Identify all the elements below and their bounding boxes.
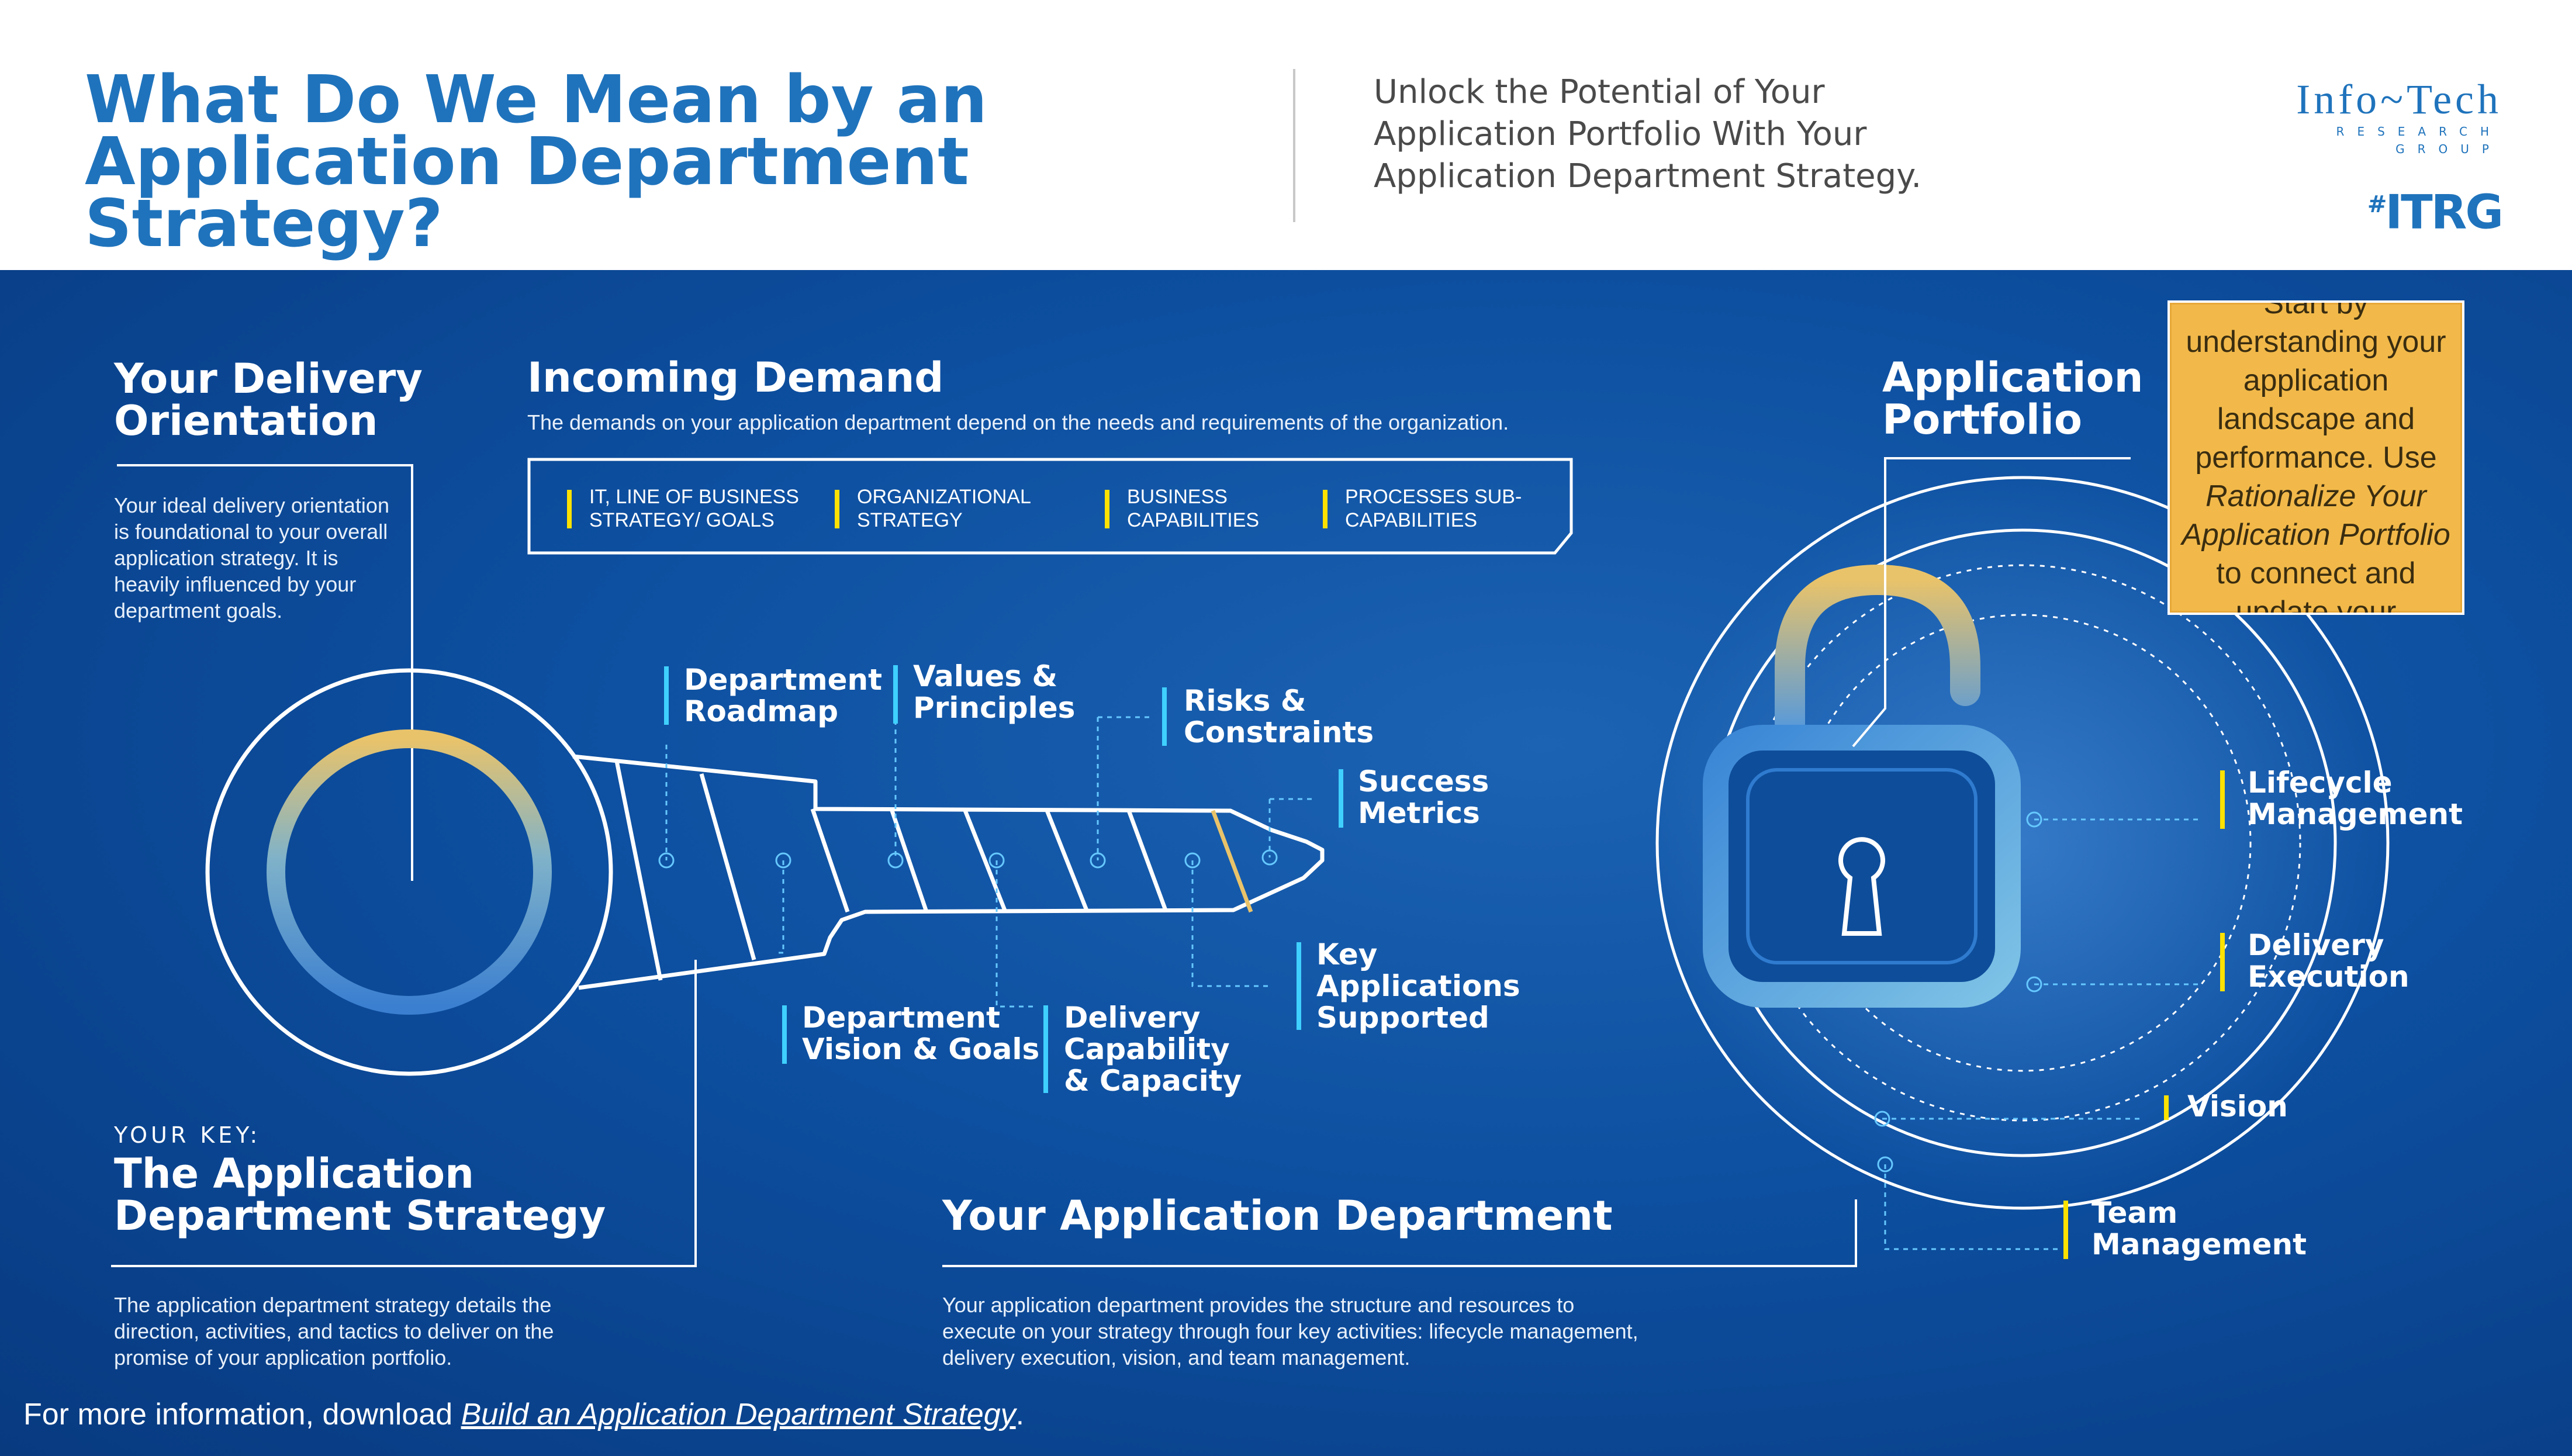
portfolio-heading: Application Portfolio	[1882, 354, 2144, 444]
callout-text: Start by understanding your application …	[2182, 300, 2450, 615]
header: What Do We Mean by an Application Depart…	[0, 0, 2572, 270]
your-key-heading: The Application Department Strategy	[114, 1150, 606, 1240]
activity-lifecycle-management: Lifecycle Management	[2248, 766, 2463, 831]
activity-vision: Vision	[2187, 1090, 2288, 1123]
your-key-body: The application department strategy deta…	[114, 1293, 554, 1369]
your-key-bracket-line	[111, 960, 697, 1267]
department-bracket-line	[942, 1199, 1857, 1267]
lock-glow	[1660, 480, 2385, 1205]
label-department-roadmap: Department Roadmap	[684, 663, 883, 728]
activity-team-management: Team Management	[2092, 1196, 2307, 1261]
brand-hashtag: #ITRG	[2221, 175, 2504, 242]
label-marker	[782, 1005, 787, 1064]
key-bow-ring	[267, 729, 552, 1015]
demand-box: IT, LINE OF BUSINESS STRATEGY/ GOALS ORG…	[529, 459, 1572, 553]
footer-prefix: For more information, download	[23, 1398, 453, 1431]
demand-box-outline	[527, 458, 1573, 555]
label-marker	[664, 666, 669, 725]
demand-item-processes: PROCESSES SUB-CAPABILITIES	[1323, 485, 1561, 532]
footer: For more information, download Build an …	[23, 1397, 1024, 1432]
hash-icon: #	[2367, 191, 2387, 218]
lock-ring-outer	[1655, 476, 2390, 1210]
infographic-artwork	[111, 457, 2390, 1267]
activity-connector-nodes	[1874, 811, 2042, 1173]
activity-connectors	[1882, 818, 2198, 1250]
brand-logo: Info~Tech RESEARCH GROUP #ITRG	[2221, 76, 2504, 242]
activity-marker	[2063, 1201, 2068, 1259]
label-department-vision-goals: Department Vision & Goals	[802, 1001, 1040, 1066]
page-title: What Do We Mean by an Application Depart…	[85, 62, 987, 262]
label-risks-constraints: Risks & Constraints	[1184, 684, 1374, 749]
lock-shackle	[1775, 564, 1980, 741]
label-marker	[1339, 769, 1343, 828]
demand-item-it-strategy: IT, LINE OF BUSINESS STRATEGY/ GOALS	[567, 485, 806, 532]
activity-delivery-execution: Delivery Execution	[2248, 928, 2409, 994]
label-delivery-capability: Delivery Capability & Capacity	[1064, 1001, 1242, 1098]
callout-link[interactable]: Rationalize Your Application Portfolio	[2182, 479, 2450, 552]
delivery-body: Your ideal delivery orientation is found…	[114, 493, 389, 622]
label-marker	[1297, 942, 1301, 1030]
key-connector-nodes	[658, 849, 1278, 869]
page-subtitle: Unlock the Potential of Your Application…	[1374, 73, 1922, 195]
brand-subtitle: RESEARCH GROUP	[2336, 124, 2502, 156]
callout-line2: to connect and update your application d…	[2216, 556, 2416, 615]
department-body: Your application department provides the…	[942, 1293, 1638, 1369]
label-values-principles: Values & Principles	[913, 659, 1076, 725]
label-key-applications: Key Applications Supported	[1316, 938, 1520, 1035]
key-shaft-outline	[572, 754, 1325, 990]
lock-body-inner	[1746, 768, 1978, 964]
label-success-metrics: Success Metrics	[1358, 765, 1489, 830]
demand-heading: Incoming Demand	[527, 354, 944, 402]
department-heading: Your Application Department	[942, 1192, 1613, 1240]
callout-box: Start by understanding your application …	[2167, 300, 2464, 615]
key-bow-outline	[205, 668, 613, 1076]
delivery-heading: Your Delivery Orientation	[114, 355, 423, 445]
label-marker	[893, 665, 898, 724]
brand-name: Info~Tech	[2296, 76, 2502, 123]
activity-marker	[2220, 770, 2225, 829]
demand-item-org-strategy: ORGANIZATIONAL STRATEGY	[835, 485, 1073, 532]
keyhole-icon	[1838, 837, 1885, 936]
label-marker	[1043, 1005, 1048, 1093]
demand-item-business-capabilities: BUSINESS CAPABILITIES	[1105, 485, 1314, 532]
infographic-panel: Your Delivery Orientation Your ideal del…	[0, 270, 2572, 1456]
portfolio-bracket-line	[1852, 457, 2131, 748]
demand-body: The demands on your application departme…	[527, 410, 1509, 434]
key-connectors	[665, 716, 1315, 1008]
label-marker	[1162, 687, 1167, 746]
key-threads	[614, 760, 1253, 981]
header-divider	[1293, 69, 1295, 222]
lock-ring-dotted-outer	[1744, 564, 2301, 1122]
footer-download-link[interactable]: Build an Application Department Strategy	[461, 1398, 1016, 1431]
activity-marker	[2220, 933, 2225, 991]
activity-marker	[2164, 1095, 2169, 1120]
brand-tag-text: ITRG	[2385, 185, 2504, 240]
footer-suffix: .	[1015, 1398, 1025, 1431]
callout-line1: Start by understanding your application …	[2186, 300, 2446, 475]
your-key-eyebrow: YOUR KEY:	[114, 1122, 261, 1148]
